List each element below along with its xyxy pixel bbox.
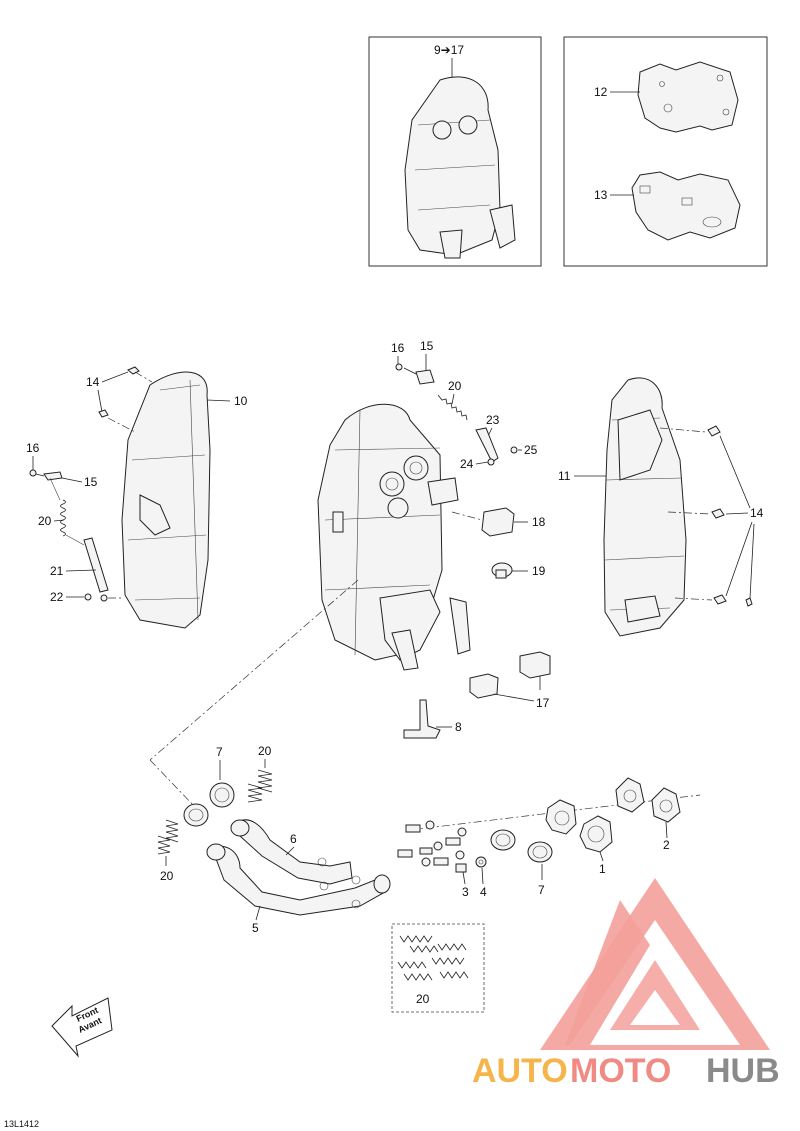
plate-13 [631, 171, 741, 241]
callout-13: 13 [594, 188, 608, 202]
callout-7a: 7 [216, 745, 223, 759]
callout-16b: 16 [391, 341, 405, 355]
callout-22: 22 [50, 590, 64, 604]
callout-18: 18 [532, 515, 546, 529]
block-17b [469, 673, 499, 699]
gasket-7a [209, 782, 235, 808]
callout-1: 1 [599, 862, 606, 876]
flange-1a [545, 799, 577, 835]
callout-2: 2 [663, 838, 670, 852]
front-direction-arrow: Front Avant [51, 997, 113, 1058]
gasket-7b-b [527, 841, 553, 863]
callout-12: 12 [594, 85, 608, 99]
plate-12 [637, 61, 739, 133]
callout-5: 5 [252, 921, 259, 935]
header-pipe-5 [211, 845, 386, 916]
callout-10: 10 [234, 394, 248, 408]
callout-23: 23 [486, 413, 500, 427]
watermark-text-hub: HUB [706, 1052, 780, 1090]
callout-16a: 16 [26, 441, 40, 455]
bracket-18 [481, 507, 515, 537]
callout-3: 3 [462, 885, 469, 899]
callout-20a: 20 [38, 514, 52, 528]
block-parts-group: 17 8 [403, 651, 551, 739]
callout-17: 17 [536, 696, 550, 710]
callout-11: 11 [558, 469, 571, 483]
callout-8: 8 [455, 720, 462, 734]
header-pipe-assembly: 7 20 20 6 5 [157, 744, 391, 935]
center-muffler-assembly [317, 403, 471, 671]
callout-6: 6 [290, 832, 297, 846]
inset-assembly-label: 9➔17 [434, 43, 464, 57]
callout-14b: 14 [750, 506, 764, 520]
callout-19: 19 [532, 564, 546, 578]
header-pipe-6 [237, 819, 353, 885]
flange-1b [579, 815, 613, 853]
callout-20d: 20 [160, 869, 174, 883]
inset-plates-box: 12 13 [563, 36, 768, 267]
bracket-8 [403, 699, 441, 739]
inset-assembly-box: 9➔17 [368, 36, 542, 267]
callout-21: 21 [50, 564, 64, 578]
left-cover-10 [121, 371, 211, 629]
callout-15b: 15 [420, 339, 434, 353]
mounts-group: 18 19 [451, 507, 546, 579]
right-cover-assembly: 11 14 [558, 377, 764, 637]
callout-14a: 14 [86, 375, 100, 389]
callout-20e: 20 [416, 992, 430, 1006]
watermark-text-moto: MOTO [570, 1052, 671, 1090]
watermark-logo: AUTO MOTO HUB [472, 878, 780, 1090]
callout-7b: 7 [538, 883, 545, 897]
gasket-7b-a [490, 829, 516, 851]
center-spring-group: 16 15 20 23 24 25 [391, 339, 538, 471]
callout-15a: 15 [84, 475, 98, 489]
callout-20c: 20 [258, 744, 272, 758]
callout-4: 4 [480, 885, 487, 899]
left-cover-assembly: 10 14 [86, 366, 248, 629]
left-spring-bracket-group: 16 15 20 21 22 [26, 441, 122, 604]
hardware-group: 3 4 7 1 2 [397, 777, 681, 899]
gasket-2a [615, 777, 645, 813]
spring-set-box: 20 [391, 923, 485, 1013]
callout-25: 25 [524, 443, 538, 457]
gasket-2b [651, 787, 681, 823]
callout-24: 24 [460, 457, 474, 471]
block-17a [519, 651, 551, 679]
watermark-text-auto: AUTO [472, 1052, 568, 1090]
callout-20b: 20 [448, 379, 462, 393]
reference-code: 13L1412 [4, 1119, 39, 1129]
